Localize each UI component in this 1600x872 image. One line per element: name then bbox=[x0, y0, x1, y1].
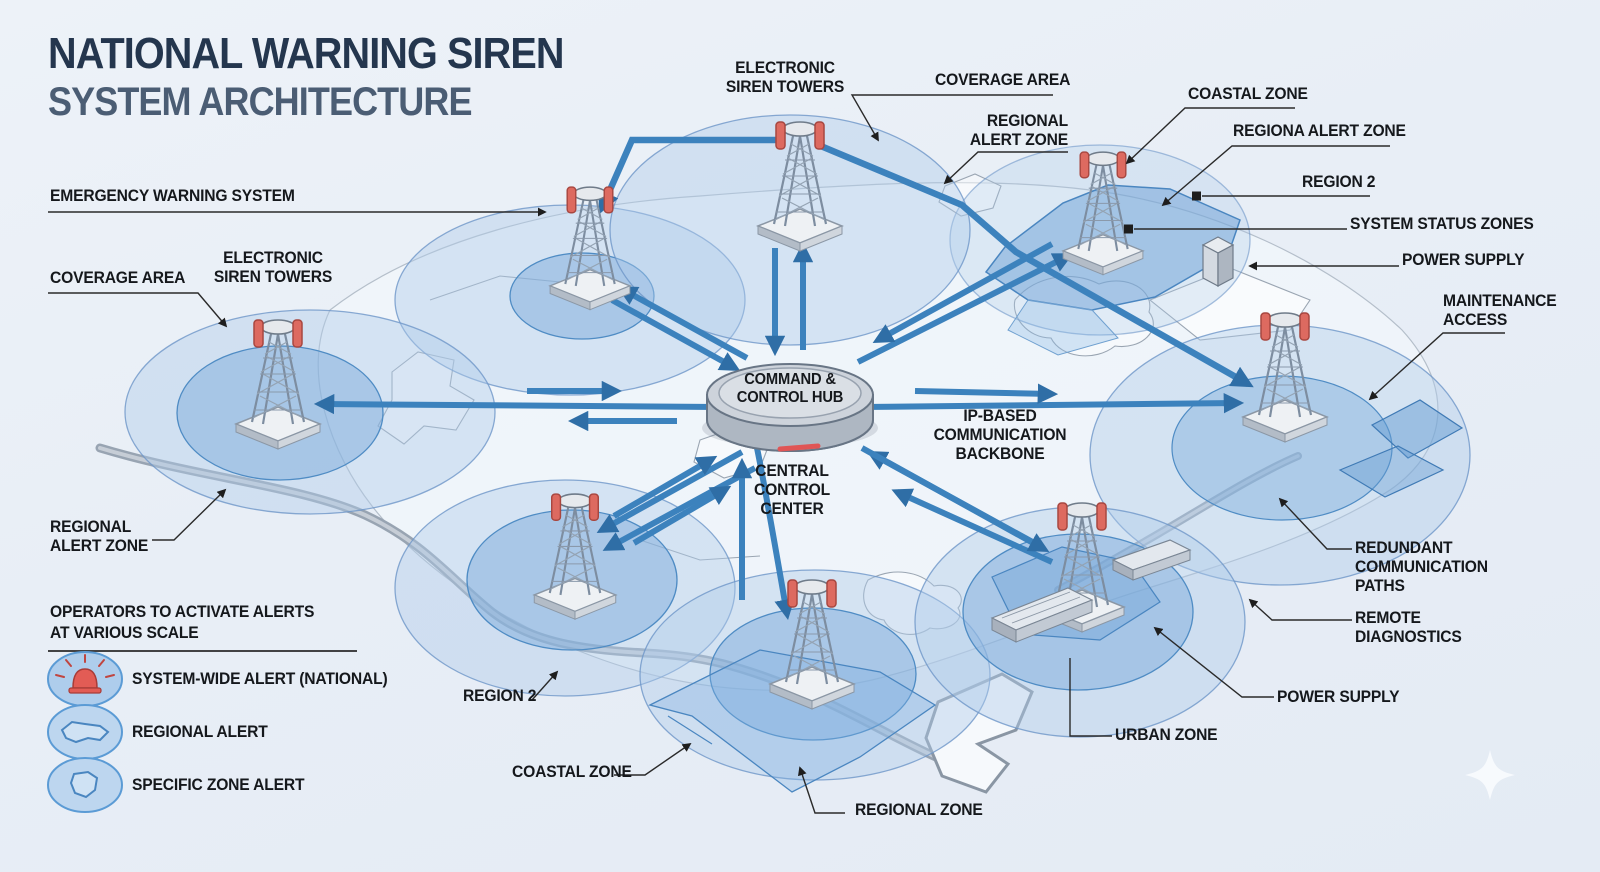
callout-regional-alert-zone-top: REGIONAL ALERT ZONE bbox=[969, 111, 1068, 149]
power-supply-box bbox=[1201, 236, 1235, 287]
callout-power-supply-top: POWER SUPPLY bbox=[1402, 250, 1525, 269]
callout-system-status-zones: SYSTEM STATUS ZONES bbox=[1350, 214, 1534, 233]
coastal-zone-area bbox=[648, 649, 937, 793]
callout-emergency-warning-system: EMERGENCY WARNING SYSTEM bbox=[50, 186, 295, 205]
communication-arrows bbox=[313, 136, 1254, 621]
page-title: NATIONAL WARNING SIREN bbox=[48, 29, 564, 78]
legend-item-specific-zone: SPECIFIC ZONE ALERT bbox=[132, 775, 305, 794]
callout-siren-towers-top: ELECTRONIC SIREN TOWERS bbox=[725, 58, 845, 96]
callout-coastal-zone-bottom: COASTAL ZONE bbox=[512, 762, 632, 781]
leader-lines bbox=[48, 94, 1505, 814]
callout-coverage-area-left: COVERAGE AREA bbox=[50, 268, 186, 287]
callout-coastal-zone-top: COASTAL ZONE bbox=[1188, 84, 1308, 103]
page-subtitle: SYSTEM ARCHITECTURE bbox=[48, 80, 472, 124]
legend-icons bbox=[47, 651, 123, 813]
hub-caption: CENTRAL CONTROL CENTER bbox=[753, 461, 831, 518]
zone-shape-icon bbox=[47, 757, 123, 813]
hub-label: COMMAND & CONTROL HUB bbox=[736, 371, 844, 406]
callout-redundant-paths: REDUNDANT COMMUNICATION PATHS bbox=[1355, 538, 1488, 595]
legend-item-regional: REGIONAL ALERT bbox=[132, 722, 268, 741]
callout-coverage-area-top: COVERAGE AREA bbox=[935, 70, 1071, 89]
callout-regional-alert-zone-left: REGIONAL ALERT ZONE bbox=[50, 517, 149, 555]
callout-regiona-alert-zone: REGIONA ALERT ZONE bbox=[1233, 121, 1406, 140]
callout-regional-zone: REGIONAL ZONE bbox=[855, 800, 983, 819]
hub-alert-light bbox=[777, 443, 821, 452]
callout-maintenance-access: MAINTENANCE ACCESS bbox=[1443, 291, 1557, 329]
urban-buildings bbox=[990, 539, 1192, 643]
callout-region-2-top: REGION 2 bbox=[1302, 172, 1376, 191]
callout-power-supply-bottom: POWER SUPPLY bbox=[1277, 687, 1400, 706]
callout-urban-zone: URBAN ZONE bbox=[1115, 725, 1218, 744]
callout-siren-towers-left: ELECTRONIC SIREN TOWERS bbox=[213, 248, 333, 286]
callout-remote-diagnostics: REMOTE DIAGNOSTICS bbox=[1355, 608, 1462, 646]
callout-ip-backbone: IP-BASED COMMUNICATION BACKBONE bbox=[933, 406, 1067, 463]
command-hub bbox=[702, 363, 878, 452]
legend-heading: OPERATORS TO ACTIVATE ALERTS AT VARIOUS … bbox=[50, 602, 315, 642]
region-shape-icon bbox=[47, 704, 123, 760]
legend-item-system-wide: SYSTEM-WIDE ALERT (NATIONAL) bbox=[132, 669, 388, 688]
sparkle-watermark-icon bbox=[1465, 750, 1515, 800]
siren-icon bbox=[47, 651, 123, 707]
callout-region-2-bottom: REGION 2 bbox=[463, 686, 537, 705]
